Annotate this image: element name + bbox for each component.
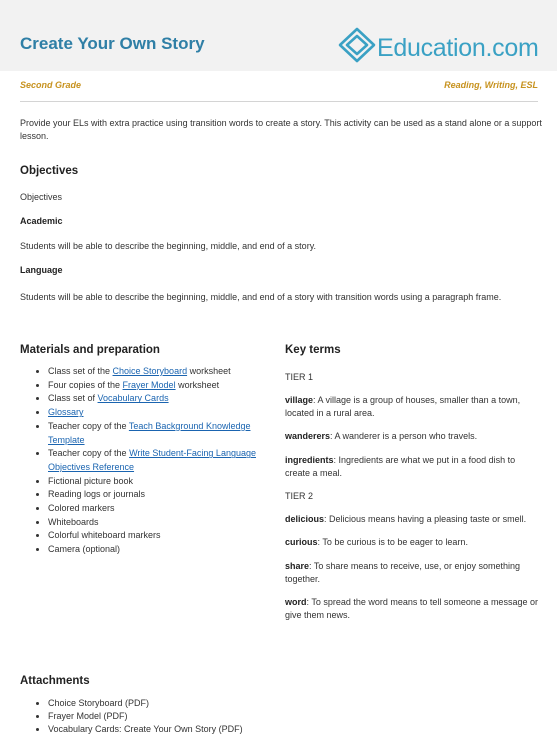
list-item: Reading logs or journals <box>48 488 280 502</box>
objectives-subheading: Objectives <box>20 192 63 202</box>
education-com-logo[interactable]: Education.com <box>336 26 539 64</box>
attachment-item[interactable]: Vocabulary Cards: Create Your Own Story … <box>48 723 348 736</box>
key-terms-heading: Key terms <box>285 344 341 356</box>
academic-heading: Academic <box>20 216 63 226</box>
background-knowledge-template-link[interactable]: Teach Background Knowledge Template <box>48 420 251 445</box>
language-heading: Language <box>20 265 63 275</box>
attachments-heading: Attachments <box>20 675 90 687</box>
language-text: Students will be able to describe the be… <box>20 292 502 302</box>
tier2-label: TIER 2 <box>285 491 314 501</box>
term-word: word: To spread the word means to tell s… <box>285 597 538 620</box>
list-item: Glossary <box>48 406 280 420</box>
key-terms-list: TIER 1 village: A village is a group of … <box>285 371 539 622</box>
page-title: Create Your Own Story <box>20 34 205 53</box>
list-item: Whiteboards <box>48 516 280 530</box>
term-curious: curious: To be curious is to be eager to… <box>285 537 468 547</box>
frayer-model-link[interactable]: Frayer Model <box>122 379 176 390</box>
grade-label: Second Grade <box>20 80 82 90</box>
attachment-item[interactable]: Choice Storyboard (PDF) <box>48 697 348 710</box>
list-item: Class set of the Choice Storyboard works… <box>48 365 280 379</box>
term-delicious: delicious: Delicious means having a plea… <box>285 514 527 524</box>
term-wanderers: wanderers: A wanderer is a person who tr… <box>285 431 478 441</box>
list-item: Four copies of the Frayer Model workshee… <box>48 379 280 393</box>
subjects-label: Reading, Writing, ESL <box>444 80 538 90</box>
intro-text: Provide your ELs with extra practice usi… <box>20 118 542 141</box>
list-item: Teacher copy of the Write Student-Facing… <box>48 447 280 474</box>
list-item: Class set of Vocabulary Cards <box>48 392 280 406</box>
lesson-meta: Second Grade Reading, Writing, ESL <box>20 80 538 94</box>
term-ingredients: ingredients: Ingredients are what we put… <box>285 455 516 478</box>
list-item: Colorful whiteboard markers <box>48 529 280 543</box>
header-banner <box>0 0 557 71</box>
divider <box>20 101 538 102</box>
objectives-heading: Objectives <box>20 165 79 177</box>
vocabulary-cards-link[interactable]: Vocabulary Cards <box>97 393 169 404</box>
tier1-label: TIER 1 <box>285 372 314 382</box>
language-objectives-reference-link[interactable]: Write Student-Facing Language Objectives… <box>48 448 256 472</box>
choice-storyboard-link[interactable]: Choice Storyboard <box>112 366 188 376</box>
term-village: village: A village is a group of houses,… <box>285 395 521 418</box>
attachment-item[interactable]: Frayer Model (PDF) <box>48 710 348 723</box>
list-item: Teacher copy of the Teach Background Kno… <box>48 420 280 447</box>
list-item: Colored markers <box>48 502 280 516</box>
logo-text: Education.com <box>377 33 539 62</box>
materials-heading: Materials and preparation <box>20 344 160 356</box>
term-share: share: To share means to receive, use, o… <box>285 561 520 584</box>
glossary-link[interactable]: Glossary <box>48 407 84 418</box>
diamond-logo-icon <box>338 27 376 63</box>
list-item: Fictional picture book <box>48 475 280 489</box>
materials-list: Class set of the Choice Storyboard works… <box>36 365 280 557</box>
attachments-list: Choice Storyboard (PDF) Frayer Model (PD… <box>36 697 348 736</box>
list-item: Camera (optional) <box>48 543 280 557</box>
academic-text: Students will be able to describe the be… <box>20 241 317 251</box>
